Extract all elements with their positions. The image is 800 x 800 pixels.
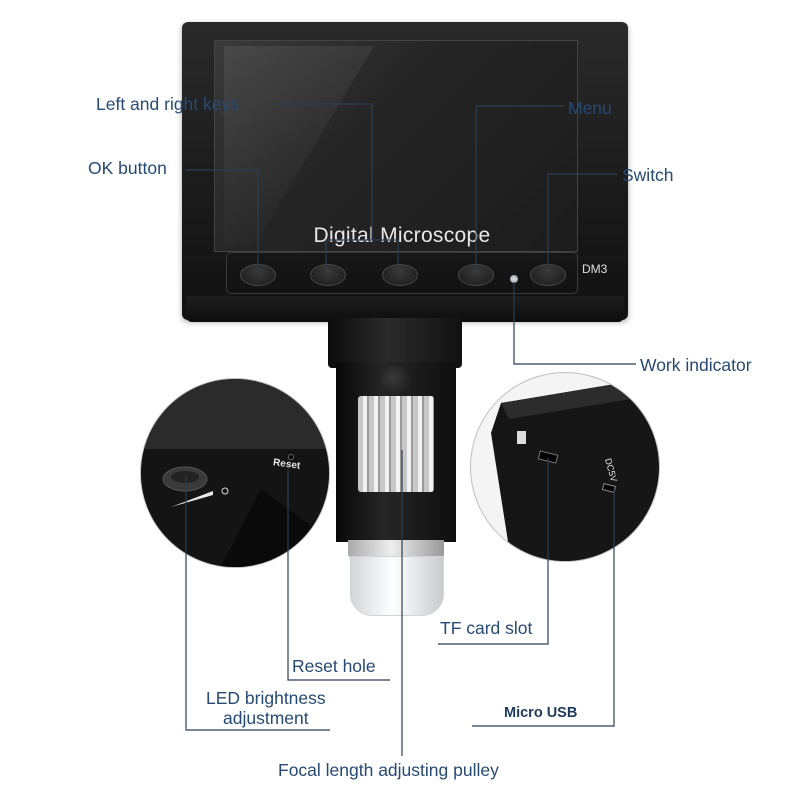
reset-hole-icon[interactable] xyxy=(288,454,294,460)
micro-usb-port-icon[interactable] xyxy=(601,483,617,493)
label-led-brightness: LED brightness adjustment xyxy=(206,688,326,728)
leader-ok-button xyxy=(186,169,259,266)
inset-right-top-edge xyxy=(501,383,631,419)
work-indicator-led xyxy=(510,275,518,283)
tf-card-slot-icon[interactable] xyxy=(537,450,559,464)
lens-cap xyxy=(350,556,444,616)
key-strip xyxy=(226,252,578,294)
leader-menu xyxy=(475,105,564,266)
led-icon xyxy=(221,487,229,495)
leader-micro-usb xyxy=(472,490,615,727)
label-led-brightness-line1: LED brightness xyxy=(206,688,326,708)
leader-left-right-keys-branch xyxy=(372,239,399,268)
label-micro-usb: Micro USB xyxy=(504,705,578,721)
label-tf-card-slot: TF card slot xyxy=(440,618,533,638)
focus-knob[interactable] xyxy=(380,365,412,397)
leader-switch xyxy=(547,173,618,266)
label-menu: Menu xyxy=(568,98,612,118)
label-reset-hole: Reset hole xyxy=(292,656,376,676)
label-work-indicator: Work indicator xyxy=(640,355,752,375)
inset-right-body xyxy=(491,383,659,561)
inset-right-drawing xyxy=(491,383,659,561)
sd-card-icon xyxy=(517,431,526,444)
brand-text: Digital Microscope xyxy=(313,224,491,247)
leader-work-indicator xyxy=(513,282,636,365)
lcd-screen xyxy=(214,40,578,252)
stand-neck xyxy=(328,318,462,368)
lens-ring xyxy=(348,540,444,558)
left-key[interactable] xyxy=(310,264,346,286)
brightness-wedge-icon xyxy=(171,491,213,507)
label-ok-button: OK button xyxy=(88,158,167,178)
label-focal-pulley: Focal length adjusting pulley xyxy=(278,760,499,780)
label-left-right-keys: Left and right keys xyxy=(96,94,239,114)
leader-led-brightness xyxy=(185,476,330,731)
label-switch: Switch xyxy=(622,165,674,185)
inset-tf-usb: DC5V xyxy=(470,372,660,562)
monitor-bottom-edge xyxy=(186,296,624,322)
label-led-brightness-line2: adjustment xyxy=(223,708,309,729)
focal-pulley[interactable] xyxy=(358,396,434,492)
leader-reset-hole xyxy=(287,470,390,681)
model-text: DM3 xyxy=(582,262,608,276)
leader-left-right-keys xyxy=(274,103,373,268)
brightness-wheel-groove xyxy=(171,471,199,483)
right-key[interactable] xyxy=(382,264,418,286)
leader-tf-card xyxy=(438,458,549,645)
